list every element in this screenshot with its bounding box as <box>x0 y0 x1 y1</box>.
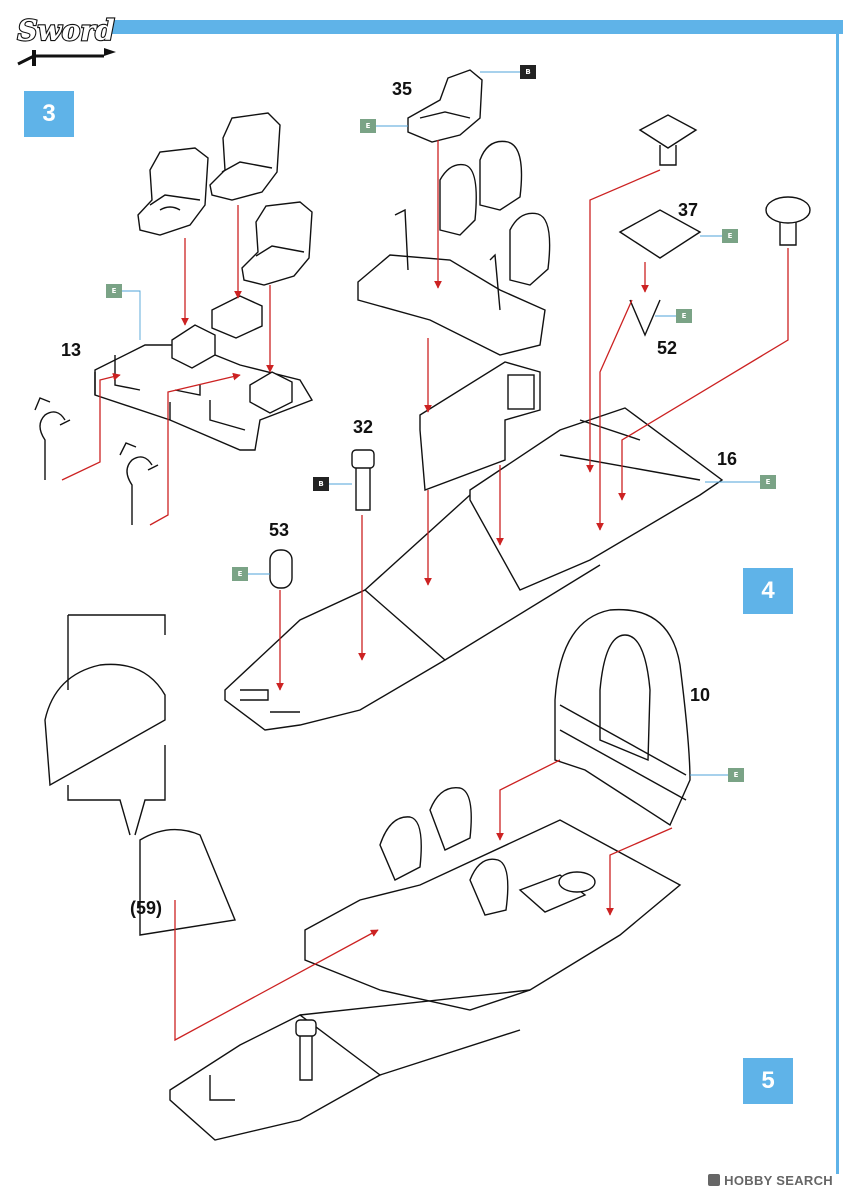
step-4-badge: 4 <box>743 568 793 614</box>
seat-part <box>209 112 281 201</box>
step-5-badge: 5 <box>743 1058 793 1104</box>
right-margin-rule <box>836 34 839 1174</box>
control-stick <box>34 397 71 480</box>
tag-e-13: E <box>106 284 122 298</box>
tag-e-16: E <box>760 475 776 489</box>
part-label-16: 16 <box>717 449 738 469</box>
seat-frame <box>357 254 546 356</box>
part-32 <box>351 449 375 511</box>
step4-drawing <box>224 69 811 731</box>
lower-floor <box>169 1014 382 1141</box>
tag-e-37: E <box>722 229 738 243</box>
knob-part <box>638 114 698 149</box>
part-35 <box>407 69 483 143</box>
part-59-panel <box>44 663 166 787</box>
part-label-53: 53 <box>269 520 290 540</box>
tag-b-32: B <box>313 477 329 491</box>
seat-part <box>137 147 209 236</box>
sword-icon: Sword <box>16 13 116 66</box>
watermark-text: HOBBY SEARCH <box>724 1173 833 1188</box>
header-bar <box>110 20 843 34</box>
guide-arrows <box>61 140 789 1042</box>
part-label-37: 37 <box>678 200 699 220</box>
seat-part <box>241 201 313 286</box>
part-37 <box>618 209 702 259</box>
part-53 <box>269 549 293 589</box>
floor-pan <box>224 589 447 731</box>
step5-drawing <box>44 608 691 1141</box>
part-label-32: 32 <box>353 417 374 437</box>
control-stick <box>119 442 159 525</box>
part-52 <box>629 299 661 337</box>
part-label-10: 10 <box>690 685 711 705</box>
watermark-icon <box>708 1174 721 1186</box>
tag-leaders <box>122 71 760 776</box>
step3-drawing <box>34 112 314 525</box>
tag-e-10: E <box>728 768 744 782</box>
part-label-52: 52 <box>657 338 678 358</box>
tag-e-52: E <box>676 309 692 323</box>
step-3-badge: 3 <box>24 91 74 137</box>
cockpit-assembly <box>304 819 682 1011</box>
floor-16 <box>469 407 724 591</box>
tag-e-35: E <box>360 119 376 133</box>
brand-logo-text: Sword <box>17 14 114 47</box>
brand-logo: Sword <box>12 6 120 70</box>
tag-b-35: B <box>520 65 536 79</box>
watermark: HOBBY SEARCH <box>708 1173 833 1188</box>
part-label-59: (59) <box>130 898 163 918</box>
part-label-13: 13 <box>61 340 82 360</box>
part-label-35: 35 <box>392 79 413 99</box>
tag-e-53: E <box>232 567 248 581</box>
